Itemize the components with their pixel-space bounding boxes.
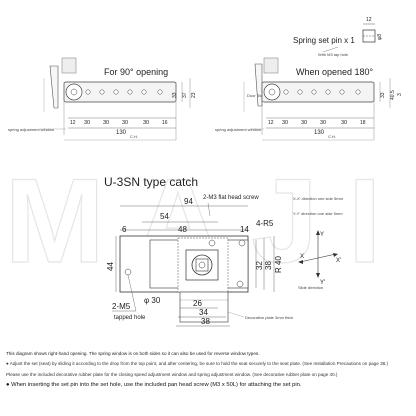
view-180-small-label: Door Stop <box>247 93 266 98</box>
catch-radius: 4-R5 <box>256 219 274 228</box>
catch-dim-26: 26 <box>193 299 202 308</box>
view-90-side-3: 23 <box>191 92 197 98</box>
catch-detail: U-3SN type catch 94 54 48 6 14 2-M3 flat… <box>104 175 344 327</box>
view-180-dim-3: 30 <box>320 120 326 126</box>
spring-pin-diameter: φ8 <box>377 34 383 40</box>
view-90-total: 130 <box>116 130 127 136</box>
catch-dim-14: 14 <box>240 225 249 234</box>
axis-x: X <box>300 254 304 260</box>
catch-dim-phi30: φ 30 <box>144 296 161 305</box>
catch-tapped: tapped hole <box>114 315 146 321</box>
note-2: ● Adjust the set (seat) by sliding it ac… <box>6 361 388 367</box>
catch-dim-32: 32 <box>255 261 264 270</box>
view-90-dim-4: 30 <box>143 120 149 126</box>
view-90-dim-small-2: 16 <box>162 120 168 126</box>
view-180-dim-4: 30 <box>341 120 347 126</box>
view-90-label: For 90° opening <box>104 67 168 77</box>
note-4: ● When inserting the set pin into the se… <box>6 382 302 389</box>
axis-y: Y <box>320 232 324 238</box>
spring-pin-length: 12 <box>366 17 372 23</box>
catch-dim-94: 94 <box>184 197 193 206</box>
view-180-side-1: 33 <box>380 92 386 98</box>
catch-slide: Slide direction <box>298 285 323 290</box>
view-180-total: 130 <box>314 130 325 136</box>
view-90-opening: For 90° opening 33 37 23 30 30 30 30 12 … <box>8 57 197 141</box>
view-90-dim-1: 30 <box>84 120 90 126</box>
catch-dim-38b: 38 <box>201 317 210 326</box>
catch-yy-note: Y-Y' direction one side 5mm <box>293 211 343 216</box>
catch-m5: 2-M5 <box>112 302 131 311</box>
view-180-ch: C.H. <box>328 134 336 139</box>
note-3: Please use the included decorative rubbe… <box>6 371 338 377</box>
view-90-dim-3: 30 <box>122 120 128 126</box>
view-90-ch: C.H. <box>130 134 138 139</box>
view-90-dim-small-1: 12 <box>70 120 76 126</box>
view-90-dim-2: 30 <box>103 120 109 126</box>
view-180-label: When opened 180° <box>296 67 374 77</box>
catch-dim-r40: R 40 <box>274 256 283 273</box>
catch-plate: Decorative plate 3mm thick <box>245 315 293 320</box>
view-90-side-1: 33 <box>172 92 178 98</box>
notes-block: This diagram shows right-hand opening. T… <box>6 349 412 391</box>
spring-pin-note: With M3 tap hole <box>318 52 349 57</box>
view-180-side-2: 40.5 <box>390 90 396 100</box>
view-90-callout: spring adjustment window <box>8 127 54 132</box>
spring-pin-detail: Spring set pin x 1 With M3 tap hole 12 φ… <box>293 17 383 57</box>
catch-flat-screw: 2-M3 flat head screw <box>203 195 259 201</box>
catch-dim-54: 54 <box>160 212 169 221</box>
view-180-side-3: 3 <box>397 93 403 96</box>
catch-dim-34: 34 <box>199 308 208 317</box>
view-90-side-2: 37 <box>182 92 188 98</box>
catch-xx-note: X-X' direction one side 5mm <box>293 196 344 201</box>
axis-x-prime: X' <box>336 258 341 264</box>
catch-title: U-3SN type catch <box>104 175 198 189</box>
view-180-callout: spring adjustment window <box>215 127 261 132</box>
axis-y-prime: Y' <box>320 280 325 286</box>
catch-dim-44: 44 <box>106 262 115 271</box>
catch-dim-6: 6 <box>122 225 127 234</box>
view-180-dim-2: 30 <box>301 120 307 126</box>
spring-pin-title: Spring set pin x 1 <box>293 36 355 45</box>
view-180-dim-1: 30 <box>282 120 288 126</box>
view-180-opening: Door Stop When opened 180° 33 40.5 3 30 … <box>215 57 403 141</box>
catch-dim-38: 38 <box>264 261 273 270</box>
note-1: This diagram shows right-hand opening. T… <box>6 351 260 356</box>
view-180-dim-small-2: 18 <box>360 120 366 126</box>
view-180-dim-small-1: 12 <box>268 120 274 126</box>
catch-dim-48: 48 <box>178 225 187 234</box>
